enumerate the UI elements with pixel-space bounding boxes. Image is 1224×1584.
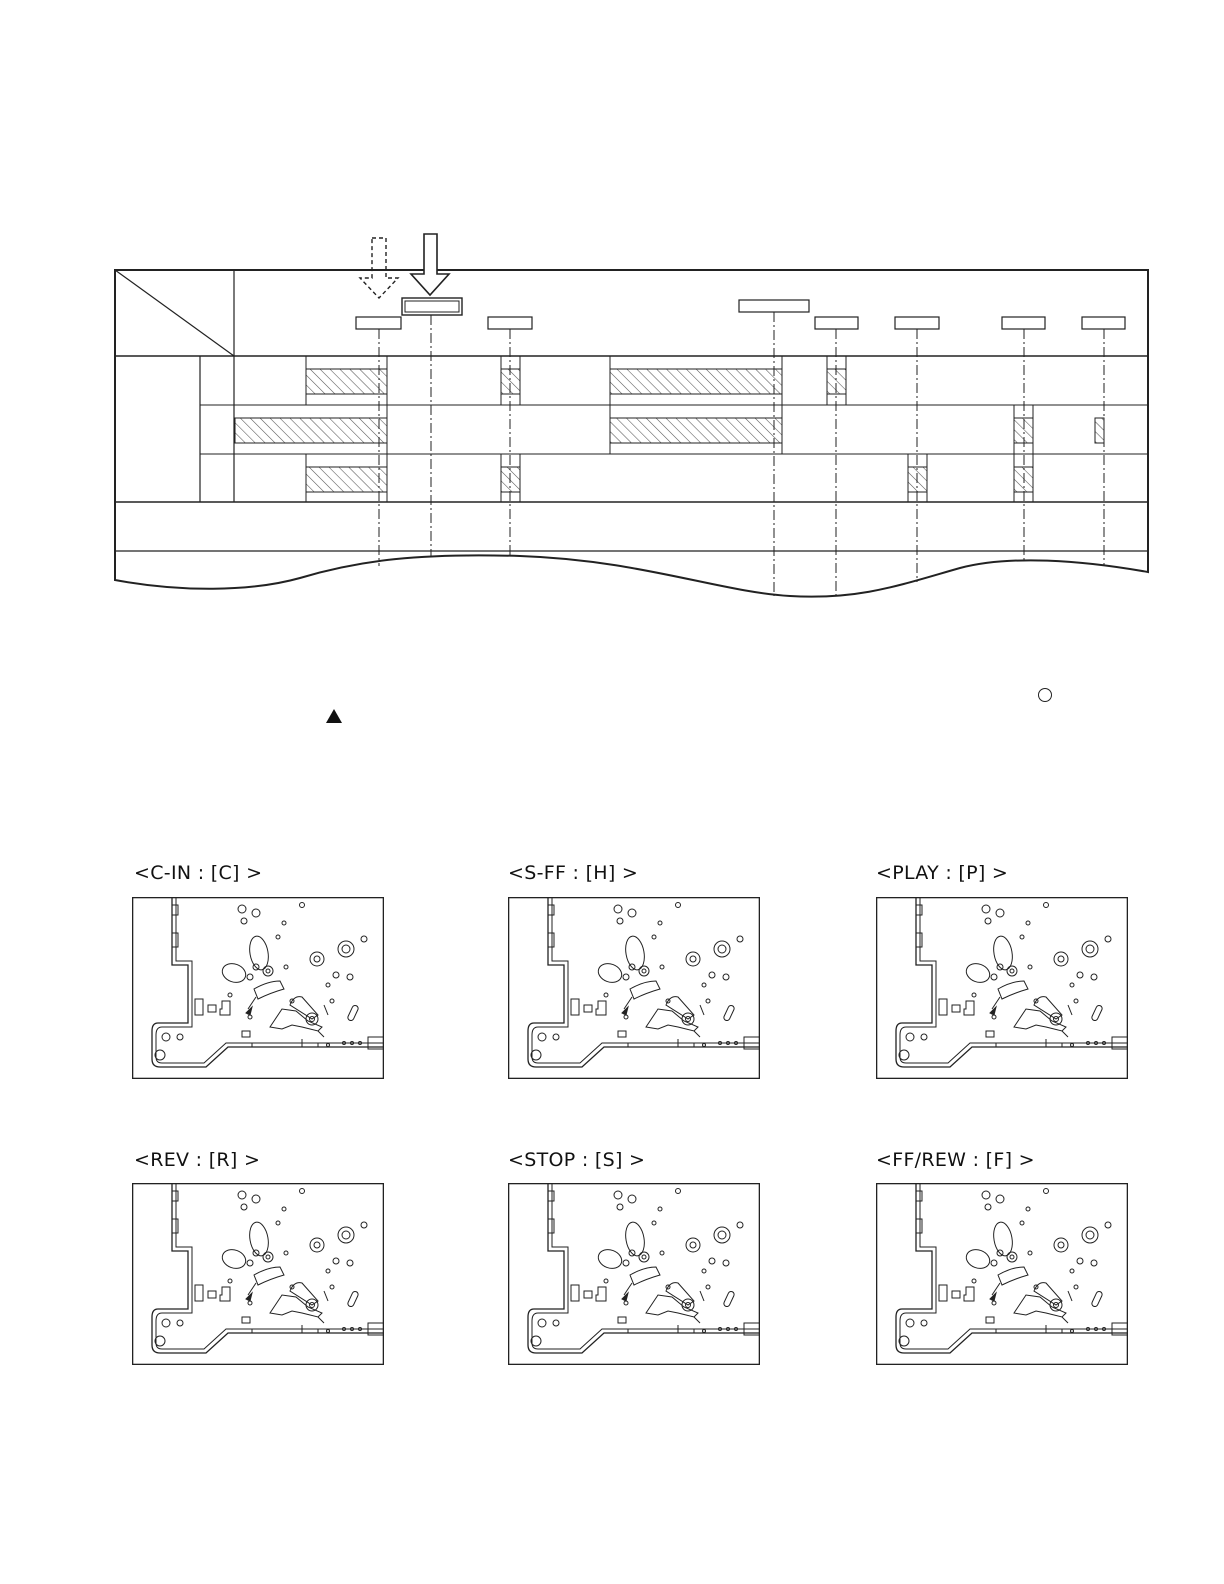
mechanism-panel-ff-rew xyxy=(876,1183,1128,1365)
triangle-icon xyxy=(326,709,342,723)
position-box xyxy=(488,317,532,329)
row-1-segments xyxy=(306,356,846,405)
mode-label-s-ff: <S-FF : [H] > xyxy=(508,862,638,884)
mode-label-rev: <REV : [R] > xyxy=(134,1149,260,1171)
position-box xyxy=(815,317,858,329)
mode-label-c-in: <C-IN : [C] > xyxy=(134,862,262,884)
position-box xyxy=(739,300,809,312)
position-box xyxy=(1002,317,1045,329)
dashed-down-arrow xyxy=(360,238,398,298)
header-diagonal xyxy=(115,270,234,356)
row-3-segments xyxy=(306,454,1033,502)
row-2-segments xyxy=(235,405,1104,454)
mode-label-play: <PLAY : [P] > xyxy=(876,862,1008,884)
mechanism-panel-c-in xyxy=(132,897,384,1079)
mechanism-panel-rev xyxy=(132,1183,384,1365)
position-box xyxy=(1082,317,1125,329)
position-box xyxy=(895,317,939,329)
circle-icon xyxy=(1038,688,1052,702)
mode-label-ff-rew: <FF/REW : [F] > xyxy=(876,1149,1035,1171)
mode-label-stop: <STOP : [S] > xyxy=(508,1149,645,1171)
position-box xyxy=(356,317,401,329)
mechanism-panel-s-ff xyxy=(508,897,760,1079)
mechanism-panel-play xyxy=(876,897,1128,1079)
mechanism-panel-stop xyxy=(508,1183,760,1365)
solid-down-arrow xyxy=(411,234,449,295)
timing-chart xyxy=(0,0,1224,640)
